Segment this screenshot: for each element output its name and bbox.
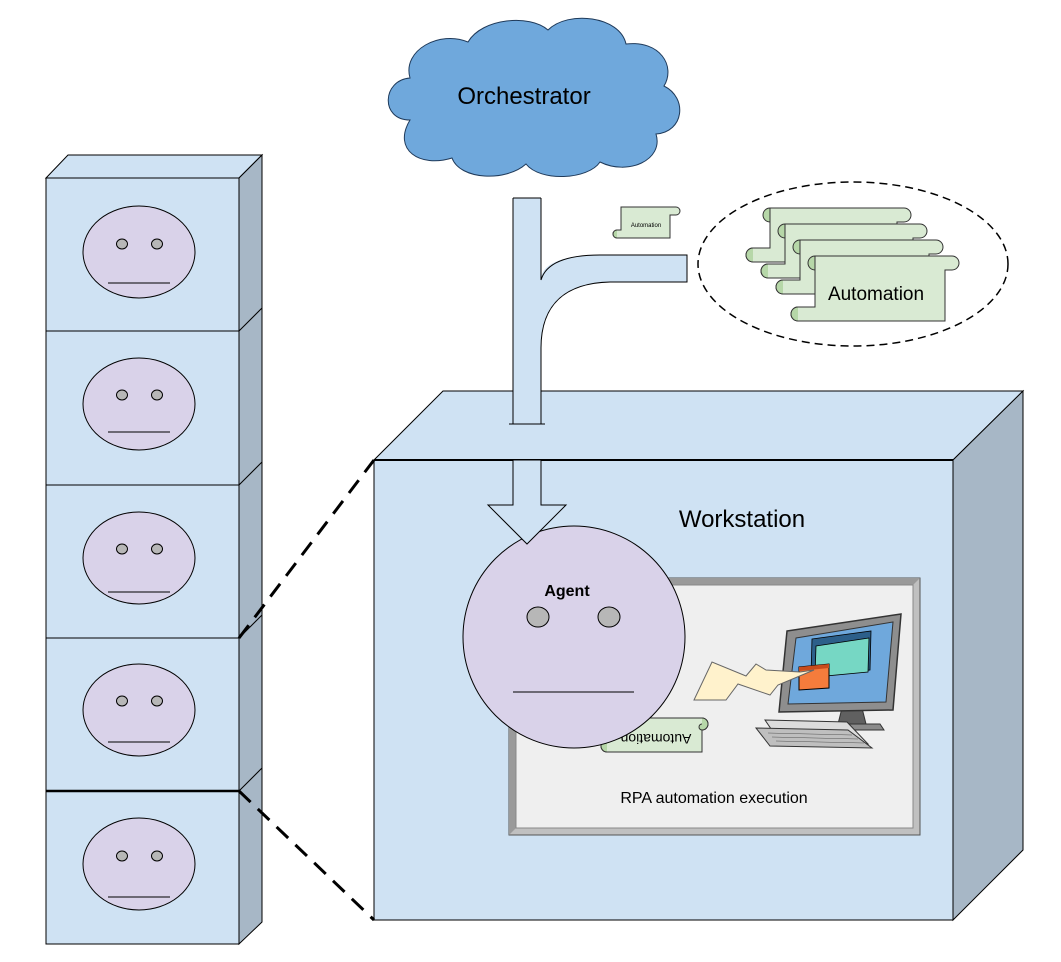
zoom-line-bottom — [237, 789, 376, 922]
workstation-label: Workstation — [679, 506, 805, 533]
agent-face-4 — [82, 663, 196, 757]
dispatch-arrow — [486, 459, 568, 545]
computer-icon — [754, 613, 902, 749]
workstation-side-face — [952, 389, 1024, 922]
automation-pool-boundary — [697, 181, 1009, 347]
agent-face-1 — [82, 205, 196, 299]
stack-top-face — [44, 154, 264, 179]
agent-face-large: Agent — [462, 525, 686, 749]
automation-pool-label: Automation — [828, 284, 924, 305]
orchestrator-cloud: Orchestrator — [387, 17, 681, 177]
zoom-line-top — [237, 459, 376, 639]
dispatch-pipe — [509, 197, 688, 425]
orchestrator-label: Orchestrator — [457, 83, 590, 110]
automation-pool: Automation — [697, 181, 1009, 347]
stack-side-face — [238, 153, 263, 946]
small-scroll-label: Automation — [631, 223, 661, 229]
agent-face-2 — [82, 357, 196, 451]
agent-right-eye — [597, 606, 621, 628]
zoom-lines — [237, 459, 376, 922]
automation-scroll-4: Automation — [790, 255, 960, 322]
lightning-bolt-icon — [693, 661, 815, 701]
agent-scroll-label: Automation — [621, 731, 692, 747]
workstation-top-face — [372, 390, 1025, 461]
execution-panel-label: RPA automation execution — [620, 790, 807, 807]
agent-head — [462, 525, 686, 749]
agent-left-eye — [526, 606, 550, 628]
agent-face-3 — [82, 511, 196, 605]
agent-stack — [44, 153, 264, 946]
agent-face-5 — [82, 817, 196, 911]
agent-label: Agent — [544, 583, 590, 600]
workstation-box: Workstation — [372, 389, 1025, 922]
small-automation-scroll: Automation — [612, 206, 681, 239]
